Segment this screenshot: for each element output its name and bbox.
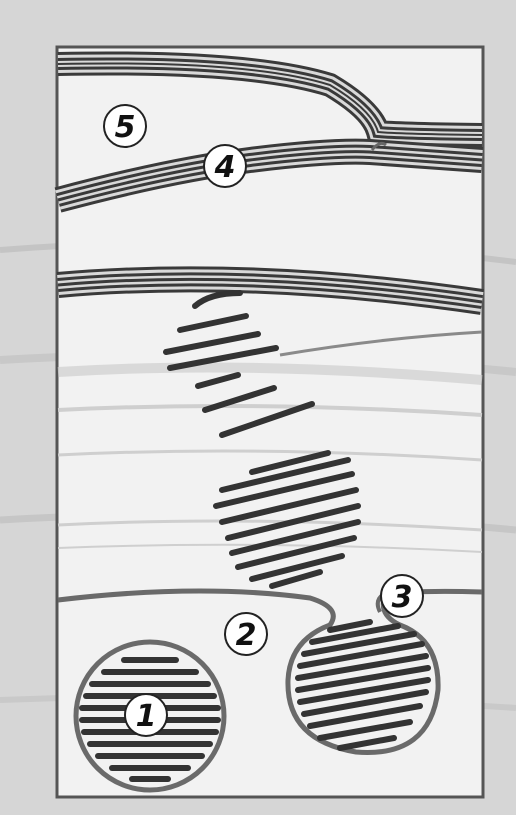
label-3-text: 3	[392, 580, 413, 615]
label-badge-3: 3	[381, 575, 423, 617]
label-2-text: 2	[236, 618, 257, 653]
label-4-text: 4	[214, 150, 236, 185]
label-badge-5: 5	[104, 105, 146, 147]
label-1-text: 1	[136, 699, 157, 734]
label-badge-4: 4	[204, 145, 246, 187]
label-5-text: 5	[115, 110, 136, 145]
label-badge-1: 1	[125, 694, 167, 736]
label-badge-2: 2	[225, 613, 267, 655]
